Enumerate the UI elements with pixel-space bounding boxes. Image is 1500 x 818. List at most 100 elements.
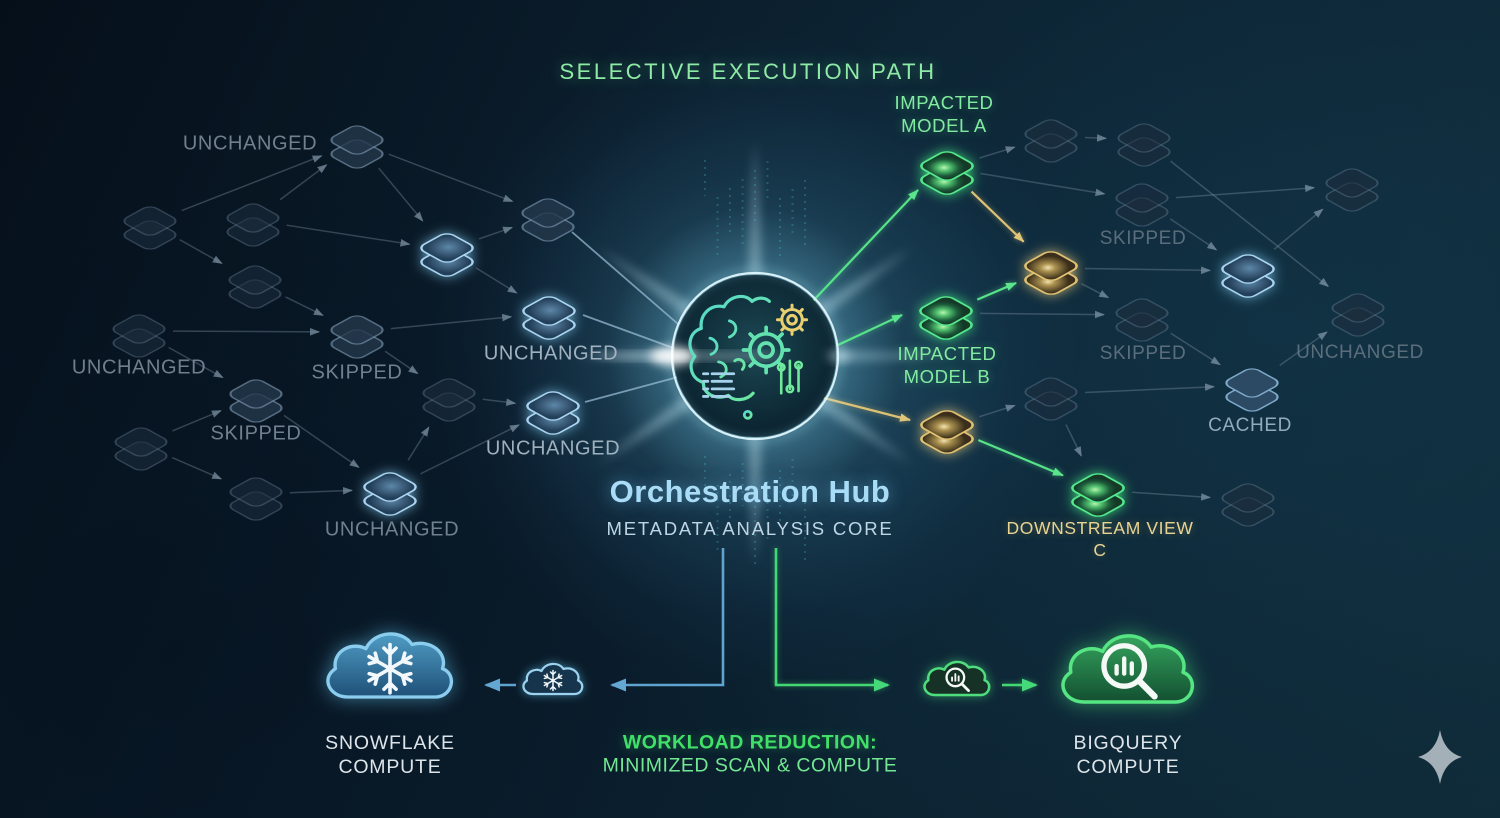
bigquery-large-cloud <box>1061 634 1195 704</box>
dag-node-n9 <box>522 296 576 340</box>
dag-label-unchanged-4: UNCHANGED <box>483 342 619 365</box>
diagram-title: SELECTIVE EXECUTION PATH <box>559 59 937 84</box>
dag-label-skipped-10: SKIPPED <box>1099 343 1187 365</box>
hub-light-beams <box>572 140 948 566</box>
dag-node-n6 <box>228 265 282 309</box>
orchestration-hub <box>595 268 851 444</box>
dag-edge-n13-n14 <box>407 426 430 461</box>
dag-edge-ca-g7 <box>1279 331 1328 366</box>
dag-edge-n13-n15 <box>420 424 520 475</box>
dag-edge-n8-n14 <box>384 350 419 375</box>
magnifier-chart-icon <box>945 667 970 692</box>
dag-node-ca <box>1225 368 1279 412</box>
dag-edge-hub-20 <box>571 231 679 325</box>
dag-node-n10 <box>229 379 283 423</box>
dag-node-n2 <box>123 206 177 250</box>
dag-node-n7 <box>112 314 166 358</box>
snowflake-icon <box>367 642 413 695</box>
dag-label-unchanged-1: UNCHANGED <box>71 356 207 379</box>
dag-edge-n7-n8 <box>172 327 321 336</box>
dag-label-unchanged-5: UNCHANGED <box>485 437 621 460</box>
hub-subtitle: METADATA ANALYSIS CORE <box>606 518 894 539</box>
checklist-icon <box>702 372 736 398</box>
dag-edge-y1-g4 <box>1080 282 1110 299</box>
dag-node-n13 <box>363 472 417 516</box>
dag-edge-hub-23 <box>811 189 919 303</box>
dag-edge-g4-ca <box>1170 332 1221 366</box>
dag-edge-y2-c <box>977 439 1064 477</box>
bigquery-label-line1: BIGQUERY <box>1073 731 1183 754</box>
dag-node-n11 <box>114 427 168 471</box>
dag-node-g1 <box>1024 119 1078 163</box>
snowflake-icon <box>543 669 563 692</box>
dag-label-skipped-9: SKIPPED <box>1099 228 1187 250</box>
dag-label-cached-12: CACHED <box>1208 415 1292 437</box>
dag-edge-b-g4 <box>979 310 1106 319</box>
circuit-nodes-icon <box>776 359 804 395</box>
flow-connector-0 <box>610 548 725 692</box>
dag-node-g8 <box>1221 483 1275 527</box>
dag-edge-n1-n5 <box>388 153 514 203</box>
dag-node-g7 <box>1331 293 1385 337</box>
bigquery-compute-label: BIGQUERY COMPUTE <box>1074 731 1183 779</box>
snowflake-label-line1: SNOWFLAKE <box>325 731 455 754</box>
dag-node-c <box>1071 473 1125 517</box>
dag-node-b <box>919 296 973 340</box>
dag-edge-hub-21 <box>582 314 677 350</box>
dag-edge-n8-n9 <box>390 313 513 330</box>
dag-nodes <box>112 119 1385 527</box>
dag-edge-a-g3 <box>980 172 1106 197</box>
dag-edge-n3-n4 <box>286 224 411 247</box>
dag-node-n5 <box>521 198 575 242</box>
dag-node-n12 <box>229 477 283 521</box>
dag-edge-hub-24 <box>837 314 903 346</box>
dag-edge-n2-n1 <box>181 155 323 212</box>
dag-node-y1 <box>1024 251 1078 295</box>
dag-label-skipped-2: SKIPPED <box>311 361 403 384</box>
flow-connector-2 <box>774 548 890 692</box>
dag-edge-n11-n12 <box>171 456 223 480</box>
dag-node-n4 <box>420 233 474 277</box>
dag-edge-n11-n10 <box>172 409 222 432</box>
dag-edge-n10-n13 <box>283 414 360 468</box>
dag-edge-g5-ca <box>1084 383 1216 394</box>
dag-node-n1 <box>330 125 384 169</box>
dag-edges <box>168 134 1330 501</box>
dag-edge-a-y1 <box>970 190 1025 243</box>
dag-edge-n3-n1 <box>279 164 328 201</box>
dag-node-g2 <box>1117 123 1171 167</box>
dag-edge-y2-g5 <box>979 404 1016 418</box>
dag-label-unchanged-6: UNCHANGED <box>324 518 460 541</box>
dag-edge-g5-c <box>1065 424 1082 457</box>
dag-node-n15 <box>526 391 580 435</box>
dag-edge-n1-n4 <box>378 167 424 222</box>
dag-node-g5 <box>1024 377 1078 421</box>
circuit-decoration <box>704 160 806 566</box>
snowflake-small-cloud <box>522 662 584 696</box>
magnifier-chart-icon <box>1101 643 1158 700</box>
dag-edge-y1-bl <box>1084 266 1212 275</box>
dag-edge-n6-n8 <box>285 296 324 316</box>
dag-edge-g2-g7 <box>1170 160 1330 287</box>
bigquery-small-cloud <box>923 660 991 697</box>
dag-edge-g1-g2 <box>1084 134 1108 142</box>
dag-node-n14 <box>422 378 476 422</box>
dag-node-n3 <box>226 203 280 247</box>
dag-edge-hub-25 <box>815 394 911 422</box>
dag-edge-n12-n13 <box>289 486 354 495</box>
snowflake-large-cloud <box>326 632 454 699</box>
dag-label-unchanged-11: UNCHANGED <box>1296 342 1424 364</box>
dag-edge-n4-n5 <box>478 226 514 240</box>
compute-flow <box>326 548 1195 704</box>
dag-label-unchanged-0: UNCHANGED <box>182 132 318 155</box>
brain-gears-circuit-icon <box>688 294 809 420</box>
dag-edge-n4-n9 <box>475 267 518 294</box>
dag-node-bl <box>1221 254 1275 298</box>
dag-node-g6 <box>1325 168 1379 212</box>
bigquery-label-line2: COMPUTE <box>1076 756 1180 778</box>
dag-edge-n14-n15 <box>482 398 517 406</box>
